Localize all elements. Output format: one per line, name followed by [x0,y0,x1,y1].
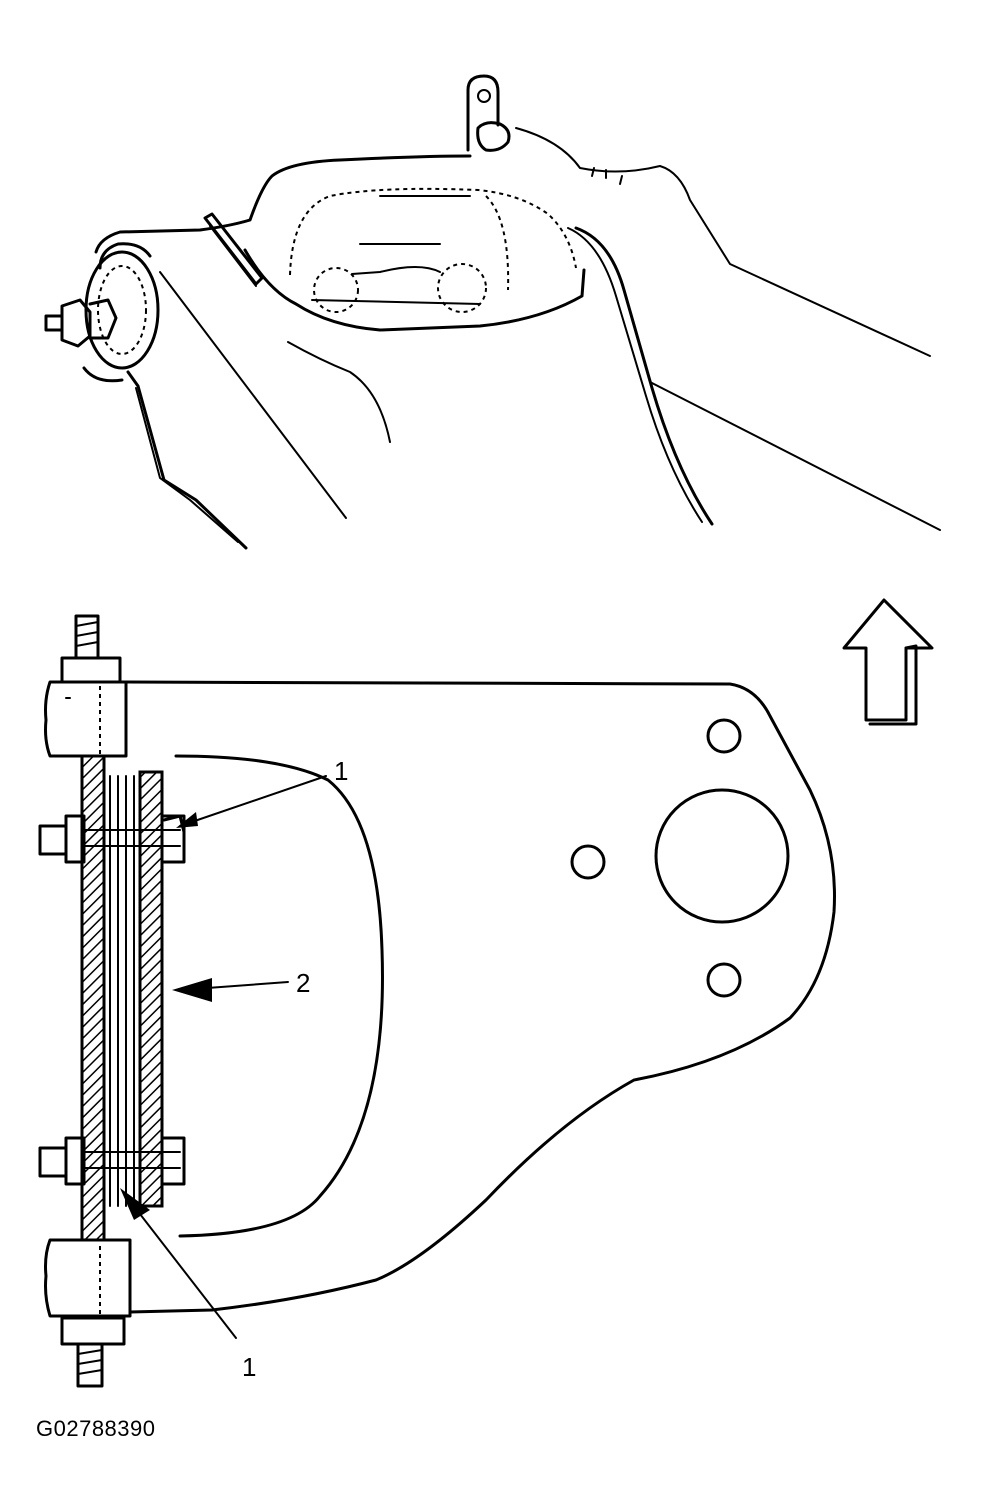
callout-label-1-top: 1 [334,756,348,786]
arm-plate-outline [118,680,836,1314]
arm-outline [94,154,472,254]
shim-pack [109,775,135,1207]
pivot-shaft [80,754,106,1242]
callout-label-2: 2 [296,968,310,998]
control-arm-plate-view: 1 2 1 [38,614,836,1388]
bolt-lower [38,1136,186,1186]
callout-2: 2 [172,968,310,1002]
mount-hole-bottom [706,962,742,998]
callout-label-1-bottom: 1 [242,1352,256,1382]
arm-cutout [174,754,384,1238]
ball-joint-housing [243,248,586,332]
mount-hole-top [706,718,742,754]
figure-id-label: G02788390 [36,1416,156,1441]
bushing-bottom [44,1238,132,1388]
bushing-end-left [44,242,160,383]
upper-control-arm-view [44,74,941,550]
bushing-top [44,614,128,758]
bolt-upper [38,814,186,864]
ball-joint-hole [654,788,790,924]
up-arrow-icon [842,598,934,726]
mounting-plate [138,770,164,1208]
ball-joint-stud [466,74,511,152]
callout-1-top: 1 [176,756,348,828]
callout-1-bottom: 1 [120,1188,256,1382]
mount-hole-left [570,844,606,880]
